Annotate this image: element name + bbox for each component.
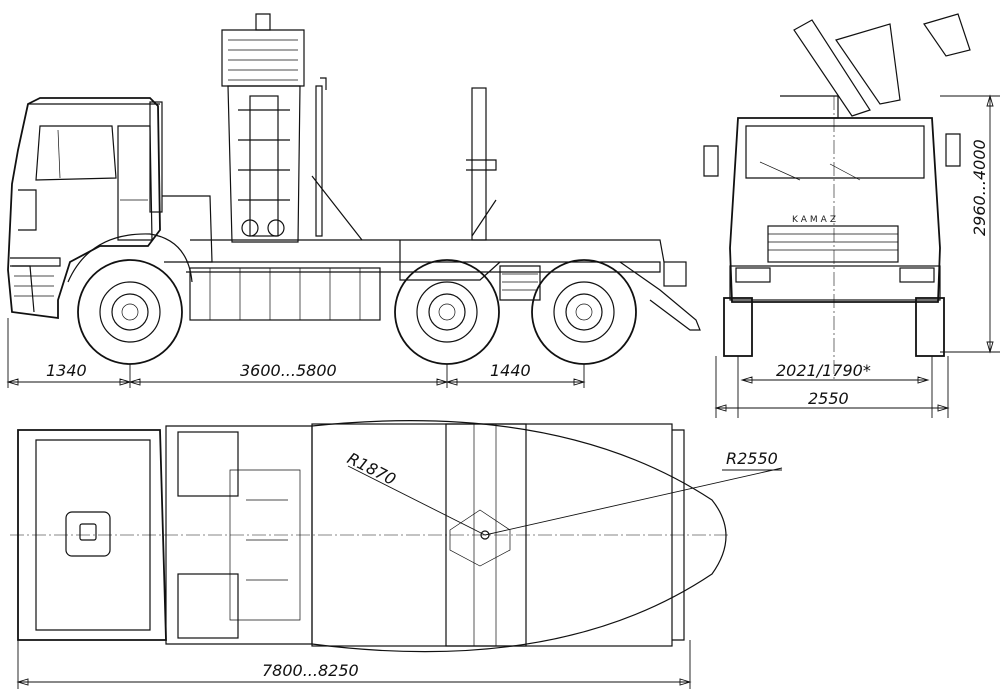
dim-track-width: 2021/1790* [776, 361, 871, 380]
dim-overall-length: 7800...8250 [262, 661, 359, 680]
truck-cab [7, 97, 213, 320]
rear-wheel-1 [394, 259, 500, 365]
dim-height-range: 2960...4000 [970, 139, 989, 236]
dim-inner-turn-radius: R1870 [344, 449, 399, 489]
rear-wheel-2 [531, 259, 637, 365]
dim-outer-turn-radius: R2550 [726, 449, 778, 468]
side-view [6, 13, 701, 388]
dim-wheelbase: 3600...5800 [240, 361, 337, 380]
dim-front-overhang: 1340 [46, 361, 87, 380]
side-dimension-lines [6, 318, 586, 388]
crane [221, 13, 327, 243]
chassis-frame [186, 239, 701, 331]
front-view: KAMAZ [703, 13, 1000, 418]
top-view [10, 420, 783, 689]
log-bunk [311, 87, 497, 241]
brand-logo-text: KAMAZ [792, 215, 839, 225]
dim-overall-width: 2550 [808, 389, 849, 408]
dim-rear-axle-spacing: 1440 [490, 361, 531, 380]
